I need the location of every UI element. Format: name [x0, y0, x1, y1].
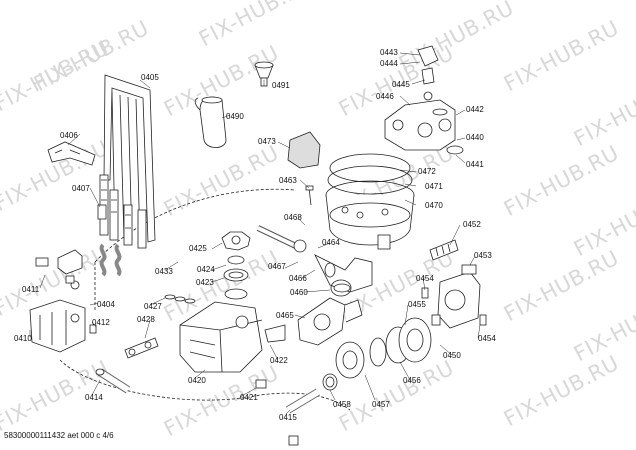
label-0445: 0445: [392, 80, 410, 89]
label-0423: 0423: [196, 278, 214, 287]
label-0463: 0463: [279, 176, 297, 185]
label-0412: 0412: [92, 318, 110, 327]
label-0467: 0467: [268, 262, 286, 271]
part-0465-pump-motor: [297, 297, 363, 346]
part-0468-hose: [256, 225, 307, 253]
label-0433: 0433: [155, 267, 173, 276]
part-0452-spring: [429, 239, 459, 261]
label-0428: 0428: [137, 315, 155, 324]
label-0450: 0450: [443, 351, 461, 360]
part-0410-dosing-unit: [29, 299, 97, 353]
label-0411: 0411: [22, 285, 40, 294]
label-0471: 0471: [425, 182, 443, 191]
label-0454-a: 0454: [416, 274, 434, 283]
label-0472: 0472: [418, 167, 436, 176]
label-0415: 0415: [279, 413, 297, 422]
part-0473-shield: [287, 131, 321, 169]
part-0406-bracket: [47, 141, 96, 166]
part-0424-ring: [227, 255, 245, 265]
part-0463-screw: [305, 185, 314, 206]
part-0415-hose: [285, 388, 321, 414]
label-0452: 0452: [463, 220, 481, 229]
part-0421-plug: [255, 379, 299, 446]
part-0490-salt-funnel: [194, 96, 227, 148]
label-0420: 0420: [188, 376, 206, 385]
label-0491: 0491: [272, 81, 290, 90]
label-0422: 0422: [270, 356, 288, 365]
part-0425-gear: [221, 231, 251, 251]
label-0470: 0470: [425, 201, 443, 210]
label-0421: 0421: [240, 393, 258, 402]
part-0453-pump-housing: [421, 264, 487, 329]
label-0465: 0465: [276, 311, 294, 320]
document-footer: 58300000111432 aet 000 c 4/6: [4, 431, 114, 440]
part-0470-sump: [325, 153, 415, 250]
assembly-outline: [59, 188, 351, 411]
label-0458: 0458: [333, 400, 351, 409]
label-0466: 0466: [289, 274, 307, 283]
part-0456-impeller-stack: [335, 314, 441, 379]
part-0420-water-softener: [179, 301, 263, 373]
label-0425: 0425: [189, 244, 207, 253]
label-0468: 0468: [284, 213, 302, 222]
label-0406: 0406: [60, 131, 78, 140]
part-0422-clip: [264, 324, 286, 343]
part-0460-seal-ring: [330, 279, 352, 297]
part-0407-hoses: [97, 204, 122, 277]
label-0444: 0444: [380, 59, 398, 68]
label-0405: 0405: [141, 73, 159, 82]
label-0407: 0407: [72, 184, 90, 193]
part-0428-sensor: [124, 337, 159, 359]
label-0453: 0453: [474, 251, 492, 260]
part-0458-ring: [322, 373, 338, 391]
label-0443: 0443: [380, 48, 398, 57]
label-0440: 0440: [466, 133, 484, 142]
label-0460: 0460: [290, 288, 308, 297]
label-0441: 0441: [466, 160, 484, 169]
part-0442-valve-assembly: [384, 45, 464, 155]
label-0404: 0404: [97, 300, 115, 309]
part-0411-valve: [35, 249, 83, 290]
label-0464: 0464: [322, 238, 340, 247]
part-0414-hose: [95, 368, 131, 394]
label-0455: 0455: [408, 300, 426, 309]
label-0490: 0490: [226, 112, 244, 121]
label-0427: 0427: [144, 302, 162, 311]
label-0446: 0446: [376, 92, 394, 101]
label-0457: 0457: [372, 400, 390, 409]
label-0414: 0414: [85, 393, 103, 402]
part-0464-connector: [314, 254, 373, 293]
label-0454-b: 0454: [478, 334, 496, 343]
label-0456: 0456: [403, 376, 421, 385]
part-0427-gaskets: [164, 294, 196, 304]
label-0473: 0473: [258, 137, 276, 146]
label-0410: 0410: [14, 334, 32, 343]
label-0442: 0442: [466, 105, 484, 114]
label-0424: 0424: [197, 265, 215, 274]
part-0423-seal: [223, 268, 249, 300]
leader-lines: [29, 52, 481, 415]
